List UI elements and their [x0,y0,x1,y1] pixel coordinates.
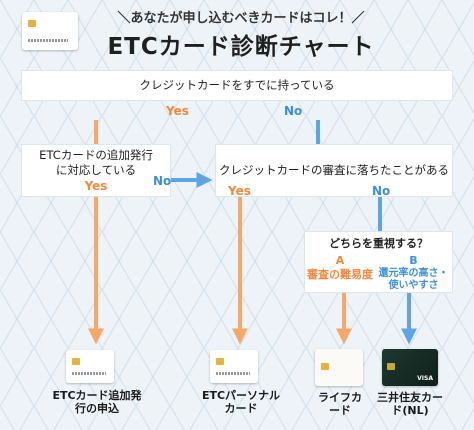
question-text: ETCカードの追加発行に対応している [39,147,153,177]
question-text: クレジットカードをすでに持っている [139,78,335,92]
answer-no-label: No [372,184,391,198]
option-a-letter: A [335,254,345,267]
card-icon [66,350,114,383]
result-etc-personal: ETCパーソナルカード [201,389,281,415]
header-card-icon [22,12,78,50]
option-b: B 還元率の高さ・使いやすさ [375,254,452,292]
question-box-has-credit-card: クレジットカードをすでに持っている [22,71,452,100]
answer-yes-label: Yes [166,104,189,118]
chart-subtitle: ＼あなたが申し込むべきカードはコレ！／ [117,11,365,26]
option-b-letter: B [409,254,418,267]
life-card-icon [315,349,363,386]
question-text: クレジットカードの審査に落ちたことがある [219,163,449,177]
answer-yes-label: Yes [228,184,251,198]
answer-yes-label: Yes [84,178,108,193]
smbc-card-icon: VISA [382,349,438,386]
answer-no-label: No [153,174,172,188]
visa-logo-icon: VISA [417,375,433,382]
result-life-card: ライフカード [318,391,362,417]
question-text: どちらを重視する？ [329,237,428,250]
chart-title: ETCカード診断チャート [107,34,375,60]
result-smbc-card: 三井住友カード(NL) [377,391,443,417]
question-box-etc-additional: ETCカードの追加発行に対応している Yes [22,145,170,196]
card-icon [210,350,258,383]
result-etc-additional: ETCカード追加発行の申込 [52,389,142,415]
option-a: A 審査の難易度 [305,254,375,292]
answer-no-label: No [284,104,303,118]
question-box-priority: どちらを重視する？ A 審査の難易度 B 還元率の高さ・使いやすさ [305,232,452,292]
option-b-text: 還元率の高さ・使いやすさ [378,268,449,291]
question-box-credit-rejected: クレジットカードの審査に落ちたことがある [216,145,452,196]
option-a-text: 審査の難易度 [307,268,373,281]
